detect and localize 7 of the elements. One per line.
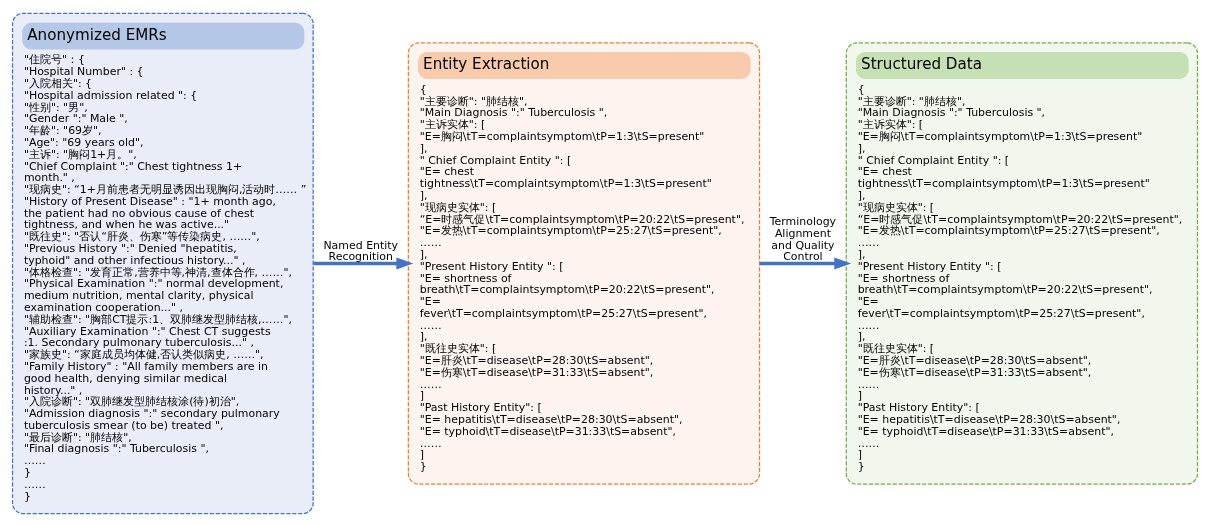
node-box: Structured Data { "主要诊断": "肺结核", "Main Diagnosis ":" Tuberculosis ", "主诉实体": [ "E=胸闷\tT=complaintsymptom\tP=1:3\tS=present" ], " Chief Complaint Entity ": [ "E= chest tightness\tT=complaintsymptom\tP=1:3\tS=present" ], "现病史实体": [ “E=时感气促\tT=complaintsymptom\tP=20:22\tS=present", "E=发热\tT=complaintsymptom\tP=25:27\tS=present", …… ], "Present History Entity ": [ "E= shortness of breath\tT=complaintsymptom\tP=20:22\tS=present", "E= fever\tT=complaintsymptom\tP=25:27\tS=present", …… ], "既往史实体": [ "E=肝炎\tT=disease\tP=28:30\tS=absent", "E=伤寒\tT=disease\tP=31:33\tS=absent", …… ] "Past History Entity": [ "E= hepatitis\tT=disease\tP=28:30\tS=absent", "E= typhoid\tT=disease\tP=31:33\tS=absent", …… ] } bbox=[845, 41, 1199, 485]
node-box: Entity Extraction { "主要诊断": "肺结核", "Main Diagnosis ":" Tuberculosis ", "主诉实体": [ "E=胸闷\tT=complaintsymptom\tP=1:3\tS=present" ], " Chief Complaint Entity ": [ "E= chest tightness\tT=complaintsymptom\tP=1:3\tS=present" ], "现病史实体": [ “E=时感气促\tT=complaintsymptom\tP=20:22\tS=present", "E=发热\tT=complaintsymptom\tP=25:27\tS=present", …… ], "Present History Entity ": [ "E= shortness of breath\tT=complaintsymptom\tP=20:22\tS=present", "E= fever\tT=complaintsymptom\tP=25:27\tS=present", …… ], "既往史实体": [ "E=肝炎\tT=disease\tP=28:30\tS=absent", "E=伤寒\tT=disease\tP=31:33\tS=absent", …… ] "Past History Entity": [ "E= hepatitis\tT=disease\tP=28:30\tS=absent", "E= typhoid\tT=disease\tP=31:33\tS=absent", …… ] } bbox=[407, 41, 761, 485]
arrow bbox=[313, 257, 414, 269]
edge-label: Named Entity Recognition bbox=[323, 238, 399, 263]
arrow bbox=[759, 257, 852, 269]
node-box: Anonymized EMRs "住院号"：{ "Hospital Number" : { "入院相关": { "Hospital admission related ": { "性别": "男", "Gender ":" Male ", "年龄": "69岁", "Age": "69 years old", "主诉": "胸闷1+月。", "Chief Complaint ":" Chest tightness 1+ month." , "现病史": “1+月前患者无明显诱因出现胸闷,活动时…… ” "History of Present Disease" : "1+ month ago, the patient had no obvious cause of chest tightness, and when he was active..." "既往史": "否认“肝炎、伤寒”等传染病史, ……", "Previous History ":" Denied "hepatitis, typhoid" and other infectious history..." , "体格检查": "发育正常,营养中等,神清,查体合作, ……", "Physical Examination ":" normal development, medium nutrition, mental clarity, physical examination cooperation..." , "辅助检查": "胸部CT提示:1、双肺继发型肺结核,……", "Auxiliary Examination ":" Chest CT suggests :1. Secondary pulmonary tuberculosis..." , "家族史": “家庭成员均体健,否认类似病史, ……", "Family History" : "All family members are in good health, denying similar medical history..." , "入院诊断": "双肺继发型肺结核涂(待)初治", "Admission diagnosis ":" secondary pulmonary tuberculosis smear (to be) treated ", "最后诊断": "肺结核", "Final diagnosis ":" Tuberculosis ", …… } …… } bbox=[11, 12, 314, 514]
edge-label: Terminology Alignment and Quality Control bbox=[769, 214, 837, 263]
